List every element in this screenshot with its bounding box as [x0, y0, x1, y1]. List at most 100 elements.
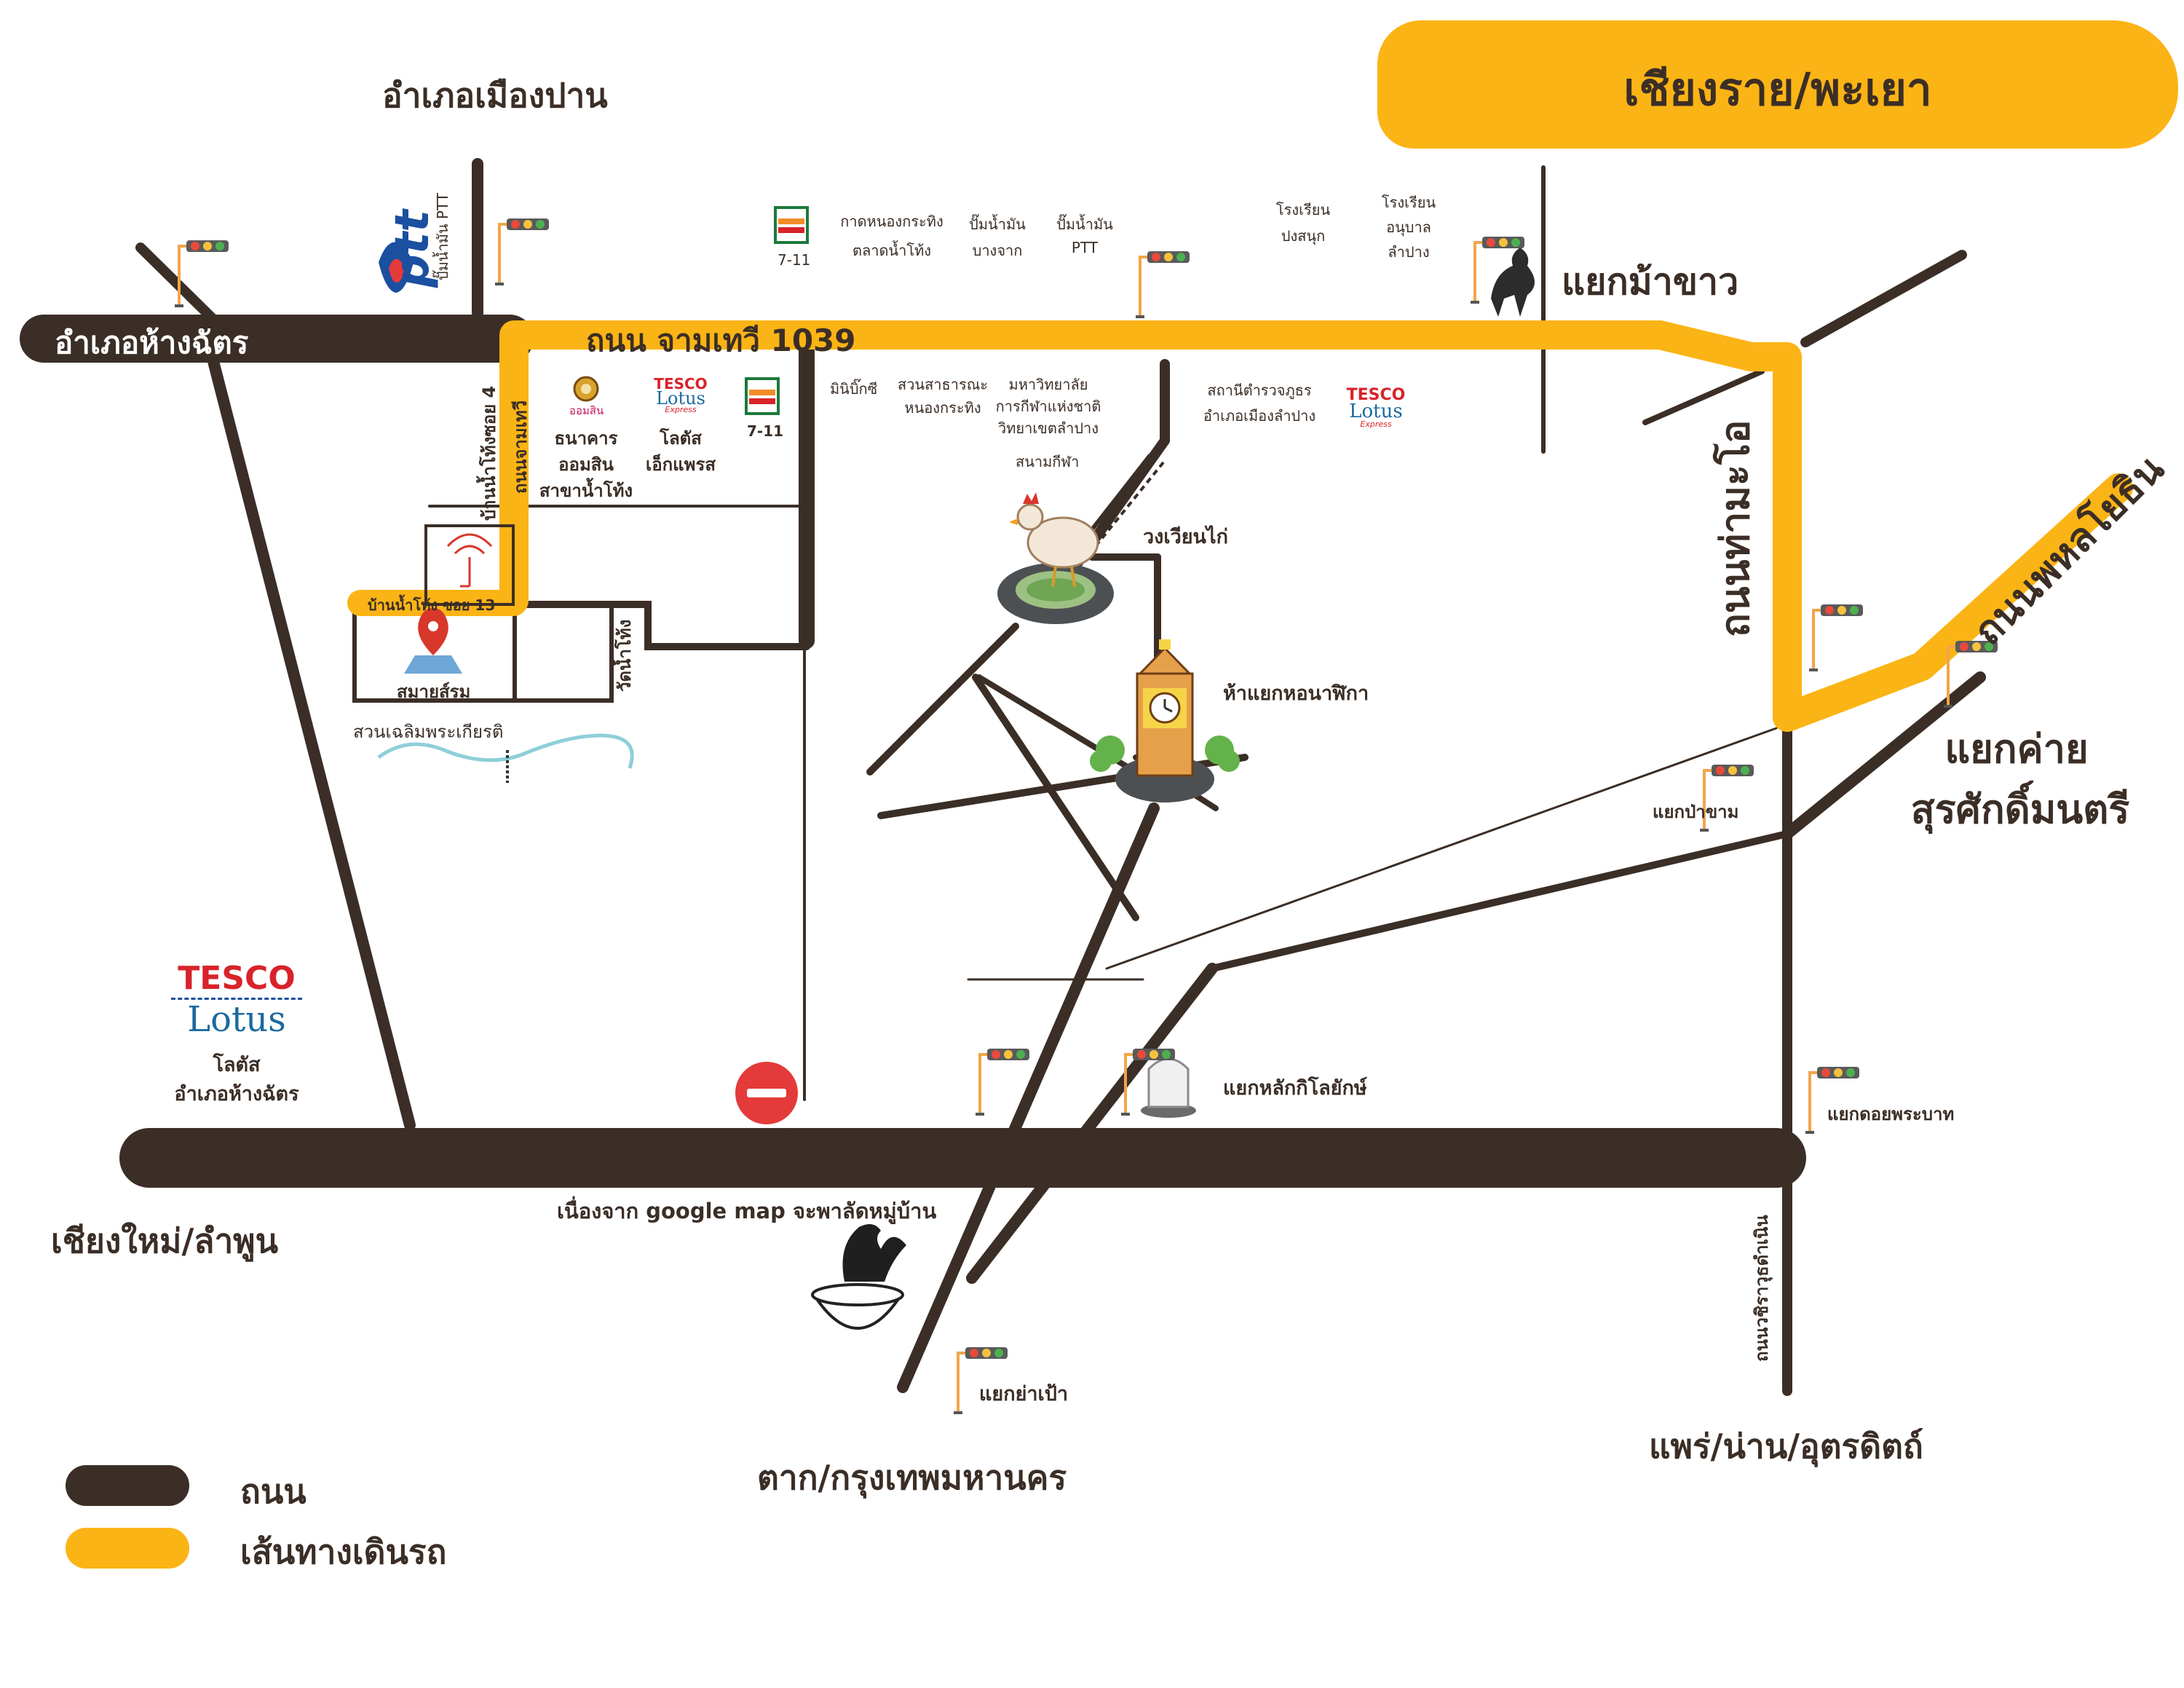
- road-chamthewi-short: ถนนจามเทวี: [510, 400, 531, 494]
- landmark-ptt2-2: PTT: [1071, 239, 1099, 256]
- landmark-school-pong-2: ปงสนุก: [1281, 227, 1326, 245]
- road-ban-nam-khong-4: บ้านน้ำโท้งซอย 4: [479, 385, 499, 521]
- chicken-icon: [1009, 492, 1099, 588]
- road-tha-nam-mai: ถนนท่ามะโอ: [1712, 419, 1758, 637]
- ptt-logo-icon: [379, 242, 414, 293]
- landmark-univ-2: การกีฬาแห่งชาติ: [995, 398, 1101, 415]
- traffic-light-icon: [1121, 1049, 1175, 1116]
- no-entry-line1: ห้ามเข้า: [731, 1133, 805, 1158]
- intersection-doi-phra-bat: แยกดอยพระบาท: [1827, 1104, 1955, 1124]
- landmark-ptt-station: ปั๊มน้ำมัน PTT: [434, 192, 451, 280]
- landmark-school-kinder-2: อนุบาล: [1386, 218, 1431, 236]
- location-pin-icon: [404, 608, 462, 674]
- intersection-khai-line2: สุรศักดิ์มนตรี: [1910, 786, 2130, 832]
- seven-eleven-icon-top: [774, 206, 809, 244]
- traffic-lights: [175, 218, 1998, 1414]
- road-ban-nam-khong-13: บ้านน้ำโท้ง ซอย 13: [368, 596, 496, 614]
- landmark-mini-big-c: มินิบิ๊กซี: [830, 380, 878, 398]
- intersection-pa-kham: แยกป่าขาม: [1653, 802, 1739, 822]
- intersection-na-kuam: แยกนาก่วม: [967, 1148, 1064, 1171]
- thin-roads: [428, 165, 1778, 1101]
- landmark-police-1: สถานีตำรวจภูธร: [1207, 382, 1312, 399]
- tesco-brand-police: TESCO: [1346, 386, 1406, 404]
- landmark-park-chalerm: สวนเฉลิมพระเกียรติ: [353, 722, 504, 742]
- landmark-gsb-3: สาขาน้ำโท้ง: [539, 481, 633, 501]
- no-entry-icon: [735, 1062, 798, 1124]
- destination-muang-pan: อำเภอเมืองปาน: [382, 76, 608, 115]
- legend-road-label: ถนน: [240, 1472, 306, 1511]
- river: [377, 733, 634, 769]
- landmark-school-pong-1: โรงเรียน: [1275, 201, 1331, 218]
- antenna-icon: [424, 524, 515, 606]
- traffic-light-icon: [1136, 251, 1190, 318]
- landmark-gsb-2: ออมสิน: [558, 454, 614, 475]
- landmark-school-kinder-1: โรงเรียน: [1381, 194, 1436, 211]
- road-chamthewi-1039: ถนน จามเทวี 1039: [586, 323, 856, 358]
- landmark-lotus-express-2: เอ็กแพรส: [646, 454, 716, 475]
- landmark-park-1: สวนสาธารณะ: [897, 376, 989, 393]
- intersection-khai-line1: แยกค่าย: [1944, 726, 2089, 772]
- tesco-brand-large: TESCO: [178, 960, 296, 997]
- traffic-light-icon: [1700, 765, 1754, 832]
- milestone-icon: [1141, 1057, 1196, 1118]
- landmark-gsb-1: ธนาคาร: [554, 428, 618, 449]
- landmark-lotus-hangchat-1: โลตัส: [213, 1054, 261, 1076]
- destination-hang-chat: อำเภอห้างฉัตร: [55, 325, 249, 360]
- google-map-note: เนื่องจาก google map จะพาลัดหมู่บ้าน: [557, 1199, 937, 1223]
- gsb-logo-text: ออมสิน: [569, 404, 604, 417]
- express-brand-police: Express: [1360, 419, 1392, 429]
- traffic-light-icon: [495, 218, 549, 285]
- tesco-stripes: [171, 998, 302, 1004]
- landmark-seven-eleven-2: 7-11: [747, 422, 784, 440]
- landmark-lotus-express-1: โลตัส: [660, 428, 702, 449]
- main-roads: [20, 158, 1986, 1396]
- horse-icon: [1491, 248, 1535, 317]
- traffic-light-icon: [954, 1347, 1008, 1414]
- chicken-roundabout: [997, 454, 1165, 624]
- destination-chiangmai: เชียงใหม่/ลำพูน: [51, 1221, 279, 1261]
- lotus-brand-small: Lotus: [656, 388, 705, 409]
- seven-eleven-icon-2: [745, 377, 780, 415]
- traffic-light-icon: [976, 1049, 1029, 1116]
- destination-phrae-nan: แพร่/น่าน/อุตรดิตถ์: [1649, 1427, 1923, 1466]
- landmark-police-2: อำเภอเมืองลำปาง: [1203, 407, 1316, 425]
- traffic-light-icon: [1805, 1067, 1859, 1134]
- no-entry-line2: ให้ตรงไป แยกนาก่วม: [655, 1162, 850, 1187]
- intersection-wong-wian-kai: วงเวียนไก่: [1143, 526, 1228, 548]
- legend-road-swatch: [66, 1465, 189, 1506]
- legend-route-swatch: [66, 1528, 189, 1569]
- landmark-univ-1: มหาวิทยาลัย: [1008, 376, 1088, 393]
- landmark-samai-sroom: สมายส์รูม: [397, 682, 471, 702]
- clock-tower-icon: [1090, 639, 1240, 802]
- express-brand-small: Express: [665, 405, 697, 414]
- destination-tak-bangkok: ตาก/กรุงเทพมหานคร: [757, 1458, 1067, 1497]
- destination-chiangrai: เชียงราย/พะเยา: [1623, 63, 1932, 116]
- traffic-light-icon: [1809, 604, 1863, 671]
- intersection-ho-nalika: ห้าแยกหอนาฬิกา: [1223, 682, 1369, 705]
- legend-route-label: เส้นทางเดินรถ: [240, 1532, 447, 1571]
- road-watcharathamnoen: ถนนวชิราวุธดำเนิน: [1752, 1215, 1772, 1362]
- landmark-stadium: สนามกีฬา: [1016, 453, 1080, 470]
- intersection-ma-khao: แยกม้าขาว: [1562, 261, 1739, 303]
- gsb-logo-inner: [581, 384, 591, 394]
- road-wat-nam-khong: วัดน้ำโท้ง: [614, 619, 635, 692]
- landmark-ptt2-1: ปั๊มน้ำมัน: [1056, 216, 1113, 233]
- local-block: [352, 602, 614, 703]
- landmark-school-kinder-3: ลำปาง: [1388, 243, 1430, 261]
- lotus-brand-large: Lotus: [187, 999, 286, 1040]
- landmark-park-2: หนองกระทิง: [904, 399, 981, 417]
- landmark-seven-eleven-top: 7-11: [778, 251, 811, 269]
- intersection-ya-pao: แยกย่าเป้า: [979, 1383, 1069, 1405]
- destination-chiangrai-banner: เชียงราย/พะเยา: [1377, 20, 2178, 149]
- landmark-bangchak-1: ปั๊มน้ำมัน: [969, 216, 1026, 233]
- landmark-market-2: ตลาดน้ำโท้ง: [852, 242, 932, 259]
- traffic-light-icon: [1944, 641, 1998, 708]
- landmark-univ-3: วิทยาเขตลำปาง: [997, 419, 1099, 437]
- lotus-brand-police: Lotus: [1349, 401, 1403, 422]
- rooster-bowl-icon: [811, 1224, 906, 1330]
- landmark-lotus-hangchat-2: อำเภอห้างฉัตร: [174, 1083, 299, 1105]
- traffic-light-icon: [175, 240, 229, 307]
- intersection-lak-kilo: แยกหลักกิโลยักษ์: [1223, 1077, 1367, 1100]
- tesco-brand-small: TESCO: [654, 375, 708, 393]
